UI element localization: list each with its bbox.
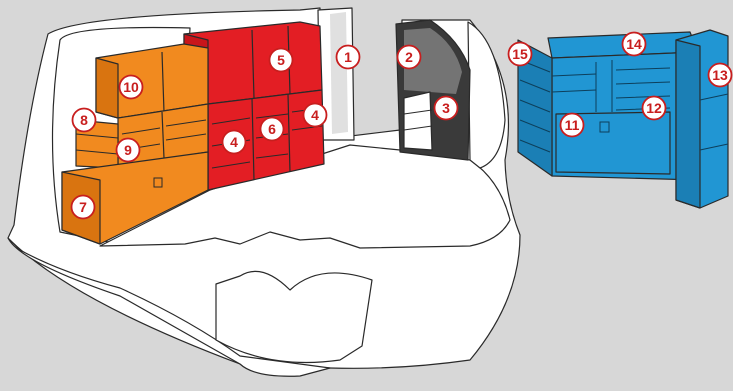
- callout-badge-12-blue-drawer-unit: 12: [643, 97, 666, 120]
- blue-storage-units: [518, 30, 728, 208]
- callout-number: 4: [230, 134, 238, 150]
- callout-number: 15: [512, 46, 528, 62]
- callout-badge-15-blue-side-drawer-stack: 15: [509, 43, 532, 66]
- callout-badge-14-blue-top-work-surface: 14: [623, 33, 646, 56]
- callout-number: 14: [626, 36, 642, 52]
- callout-badge-1-red-shelf-end-panel: 1: [337, 46, 360, 69]
- callout-number: 13: [712, 67, 728, 83]
- callout-number: 9: [124, 142, 132, 158]
- callout-badge-3-partition-storage-pockets: 3: [435, 97, 458, 120]
- callout-badge-11-blue-bottom-locker: 11: [561, 114, 584, 137]
- partition-storage-pockets: [404, 92, 432, 150]
- callout-number: 2: [405, 49, 413, 65]
- callout-number: 11: [565, 117, 580, 133]
- callout-badge-5-red-upper-cabinets: 5: [270, 49, 293, 72]
- callout-badge-8-orange-side-bin-unit: 8: [73, 109, 96, 132]
- callout-badge-13-blue-end-panel: 13: [709, 64, 732, 87]
- callout-number: 1: [344, 49, 352, 65]
- callout-badge-7-orange-bottom-locker: 7: [72, 196, 95, 219]
- callout-badge-4-red-drawer-unit: 4: [223, 131, 246, 154]
- callout-number: 7: [79, 199, 87, 215]
- callout-badge-2-bulkhead-partition: 2: [398, 46, 421, 69]
- callout-badge-9-orange-drawer-unit: 9: [117, 139, 140, 162]
- callout-number: 12: [646, 100, 662, 116]
- callout-badge-4-red-drawer-unit: 4: [304, 104, 327, 127]
- callout-number: 5: [277, 52, 285, 68]
- callout-badge-6-red-drawer-unit-middle: 6: [261, 118, 284, 141]
- callout-number: 8: [80, 112, 88, 128]
- callout-number: 10: [123, 79, 139, 95]
- callout-badge-10-orange-upper-cabinets: 10: [120, 76, 143, 99]
- callout-number: 4: [311, 107, 319, 123]
- callout-number: 3: [442, 100, 450, 116]
- callout-number: 6: [268, 121, 276, 137]
